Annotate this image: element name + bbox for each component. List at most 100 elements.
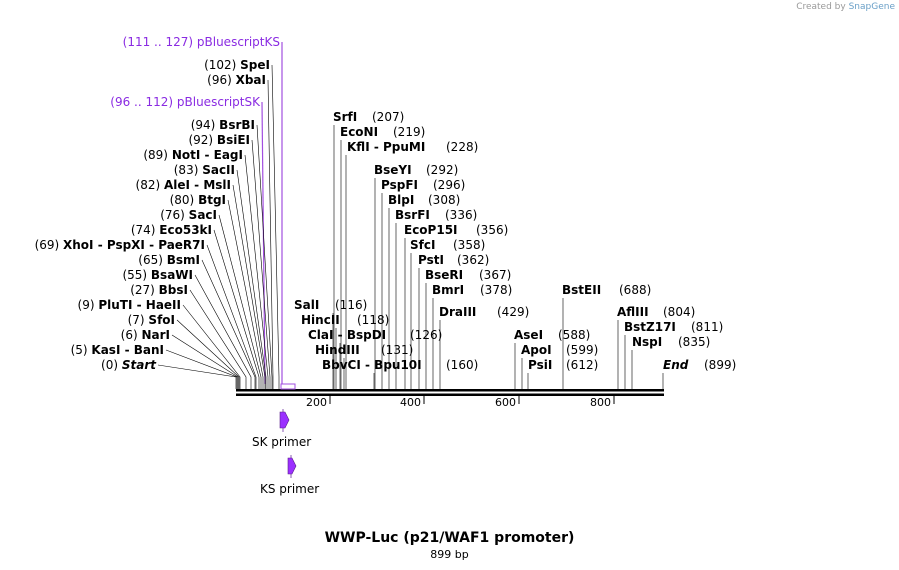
leader-bsawi — [194, 274, 252, 389]
site-pos: (76) — [160, 208, 188, 222]
sk-primer[interactable]: SK primer — [252, 409, 311, 449]
site-sfoi[interactable]: (7) SfoI — [128, 313, 175, 327]
site-bsmi[interactable]: (65) BsmI — [138, 253, 200, 267]
site-pos: (5) — [71, 343, 92, 357]
site-alei-msli[interactable]: (82) AleI - MslI — [136, 178, 231, 192]
scale-label-600: 600 — [495, 396, 516, 409]
site-spei[interactable]: (102) SpeI — [204, 58, 270, 72]
scale-label-800: 800 — [590, 396, 611, 409]
site-bsiei[interactable]: (92) BsiEI — [188, 133, 250, 147]
site-pos: (80) — [170, 193, 198, 207]
site-name: XbaI — [236, 73, 266, 87]
site-srfi[interactable]: SrfI(207) — [333, 110, 404, 124]
sk-primer-label: SK primer — [252, 435, 311, 449]
site-xhoi-pspxi-paer7i[interactable]: (69) XhoI - PspXI - PaeR7I — [35, 238, 205, 252]
site-hindiii[interactable]: HindIII(131) — [315, 343, 413, 357]
site-label-bmri: BmrI — [432, 283, 464, 297]
site-label-psti: PstI — [418, 253, 444, 267]
site-bseri[interactable]: BseRI(367) — [425, 268, 511, 282]
site-end[interactable]: End(899) — [663, 358, 736, 372]
site-name: XhoI - PspXI - PaeR7I — [63, 238, 205, 252]
site-label-saci: (76) SacI — [160, 208, 217, 222]
site-pos-srfi: (207) — [372, 110, 404, 124]
site-pbluescriptks[interactable]: (111 .. 127) pBluescriptKS — [123, 35, 280, 49]
site-bsteii[interactable]: BstEII (688) — [562, 283, 651, 297]
site-label-bsrfi: BsrFI — [395, 208, 430, 222]
site-label-nari: (6) NarI — [121, 328, 170, 342]
scale-label-400: 400 — [400, 396, 421, 409]
site-bsawi[interactable]: (55) BsaWI — [122, 268, 193, 282]
site-nspi[interactable]: NspI(835) — [632, 335, 710, 349]
site-noti-eagi[interactable]: (89) NotI - EagI — [143, 148, 243, 162]
site-econi[interactable]: EcoNI (219) — [340, 125, 425, 139]
site-pbluescriptsk[interactable]: (96 .. 112) pBluescriptSK — [110, 95, 261, 109]
site-name: SfoI — [148, 313, 175, 327]
ks-primer[interactable]: KS primer — [260, 455, 319, 496]
site-pos-bmri: (378) — [480, 283, 512, 297]
site-bbsi[interactable]: (27) BbsI — [130, 283, 188, 297]
site-label-bsawi: (55) BsaWI — [122, 268, 193, 282]
site-label-spei: (102) SpeI — [204, 58, 270, 72]
site-clai-bspdi[interactable]: ClaI - BspDI(126) — [308, 328, 442, 342]
site-kasi-bani[interactable]: (5) KasI - BanI — [71, 343, 164, 357]
site-eco53ki[interactable]: (74) Eco53kI — [131, 223, 212, 237]
site-label-sali: SalI — [294, 298, 319, 312]
site-name: pBluescriptKS — [197, 35, 280, 49]
site-label-pspfi: PspFI — [381, 178, 418, 192]
site-bstz17i[interactable]: BstZ17I (811) — [624, 320, 723, 334]
site-pos: (69) — [35, 238, 63, 252]
site-pos-kfli-ppumi: (228) — [446, 140, 478, 154]
site-hincii[interactable]: HincII(118) — [301, 313, 389, 327]
ks-primer-label: KS primer — [260, 482, 319, 496]
site-label-pluti-haeii: (9) PluTI - HaeII — [78, 298, 181, 312]
site-label-bseyi: BseYI — [374, 163, 412, 177]
site-psti[interactable]: PstI (362) — [418, 253, 489, 267]
site-asei[interactable]: AseI(588) — [514, 328, 590, 342]
site-label-bsteii: BstEII — [562, 283, 601, 297]
site-name: BsaWI — [151, 268, 193, 282]
site-blpi[interactable]: BlpI(308) — [388, 193, 460, 207]
site-name: SacI — [189, 208, 217, 222]
site-pos-psti: (362) — [457, 253, 489, 267]
site-pos-draiii: (429) — [497, 305, 529, 319]
site-btgi[interactable]: (80) BtgI — [170, 193, 226, 207]
scale-axis: 200 400 600 800 — [306, 396, 615, 409]
site-bsrbi[interactable]: (94) BsrBI — [191, 118, 255, 132]
site-pluti-haeii[interactable]: (9) PluTI - HaeII — [78, 298, 181, 312]
site-bseyi[interactable]: BseYI(292) — [374, 163, 458, 177]
site-sacii[interactable]: (83) SacII — [174, 163, 235, 177]
site-pspfi[interactable]: PspFI(296) — [381, 178, 465, 192]
site-pos-bstz17i: (811) — [691, 320, 723, 334]
site-pos-bsteii: (688) — [619, 283, 651, 297]
site-label-psii: PsiI — [528, 358, 552, 372]
site-pos: (74) — [131, 223, 159, 237]
site-pos-clai-bspdi: (126) — [410, 328, 442, 342]
site-nari[interactable]: (6) NarI — [121, 328, 170, 342]
leader-start — [157, 364, 237, 389]
leader-spei — [271, 64, 280, 389]
site-pos: (6) — [121, 328, 142, 342]
site-sfci[interactable]: SfcI(358) — [410, 238, 485, 252]
site-start[interactable]: (0) Start — [101, 358, 157, 372]
site-pos-hindiii: (131) — [381, 343, 413, 357]
site-xbai[interactable]: (96) XbaI — [207, 73, 266, 87]
site-pos-econi: (219) — [393, 125, 425, 139]
site-afliii[interactable]: AflIII(804) — [617, 305, 695, 319]
site-bbvci-bpu10i[interactable]: BbvCI - Bpu10I(160) — [322, 358, 478, 372]
site-apoi[interactable]: ApoI(599) — [521, 343, 598, 357]
site-psii[interactable]: PsiI(612) — [528, 358, 598, 372]
site-label-econi: EcoNI — [340, 125, 378, 139]
leader-saci — [218, 214, 262, 389]
site-pos: (83) — [174, 163, 202, 177]
site-kfli-ppumi[interactable]: KflI - PpuMI(228) — [347, 140, 478, 154]
site-ecop15i[interactable]: EcoP15I(356) — [404, 223, 508, 237]
site-bmri[interactable]: BmrI (378) — [432, 283, 512, 297]
site-bsrfi[interactable]: BsrFI(336) — [395, 208, 477, 222]
site-label-eco53ki: (74) Eco53kI — [131, 223, 212, 237]
site-label-bstz17i: BstZ17I — [624, 320, 676, 334]
site-saci[interactable]: (76) SacI — [160, 208, 217, 222]
site-draiii[interactable]: DraIII(429) — [439, 305, 529, 319]
site-name: NarI — [141, 328, 170, 342]
site-sali[interactable]: SalI(116) — [294, 298, 367, 312]
